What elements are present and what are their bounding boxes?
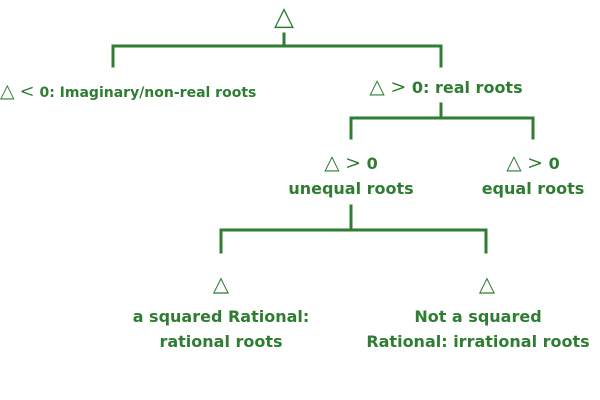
unequal-label: unequal roots [288, 178, 414, 198]
square-label-line1: a squared Rational: [132, 307, 310, 327]
greater-than-symbol: > [527, 152, 544, 174]
perfect-square-node: △ a squared Rational: rational roots [106, 272, 336, 352]
delta-symbol: △ [369, 74, 385, 98]
nonsquare-label-line1: Not a squared [414, 307, 542, 327]
root-node: △ [259, 2, 309, 33]
delta-symbol: △ [212, 272, 230, 296]
positive-discriminant-node: △ > 0: real roots [356, 74, 536, 99]
nonsquare-label-line2: Rational: irrational roots [366, 332, 590, 352]
greater-than-symbol: > [345, 152, 362, 174]
delta-symbol: △ [506, 150, 522, 174]
delta-symbol: △ [0, 80, 15, 102]
negative-label: 0: Imaginary/non-real roots [39, 85, 257, 101]
square-label-line2: rational roots [159, 332, 283, 352]
equal-label: equal roots [481, 178, 585, 198]
delta-symbol: △ [274, 2, 294, 32]
equal-value: 0 [548, 154, 560, 173]
equal-roots-node: △ > 0 equal roots [470, 150, 596, 198]
unequal-roots-node: △ > 0 unequal roots [281, 150, 421, 198]
non-square-node: △ Not a squared Rational: irrational roo… [362, 272, 594, 352]
greater-than-symbol: > [390, 76, 407, 98]
delta-symbol: △ [324, 150, 340, 174]
unequal-value: 0 [366, 154, 378, 173]
negative-discriminant-node: △ < 0: Imaginary/non-real roots [0, 80, 256, 103]
less-than-symbol: < [19, 81, 35, 102]
positive-label: 0: real roots [411, 78, 523, 97]
delta-symbol: △ [478, 272, 496, 296]
